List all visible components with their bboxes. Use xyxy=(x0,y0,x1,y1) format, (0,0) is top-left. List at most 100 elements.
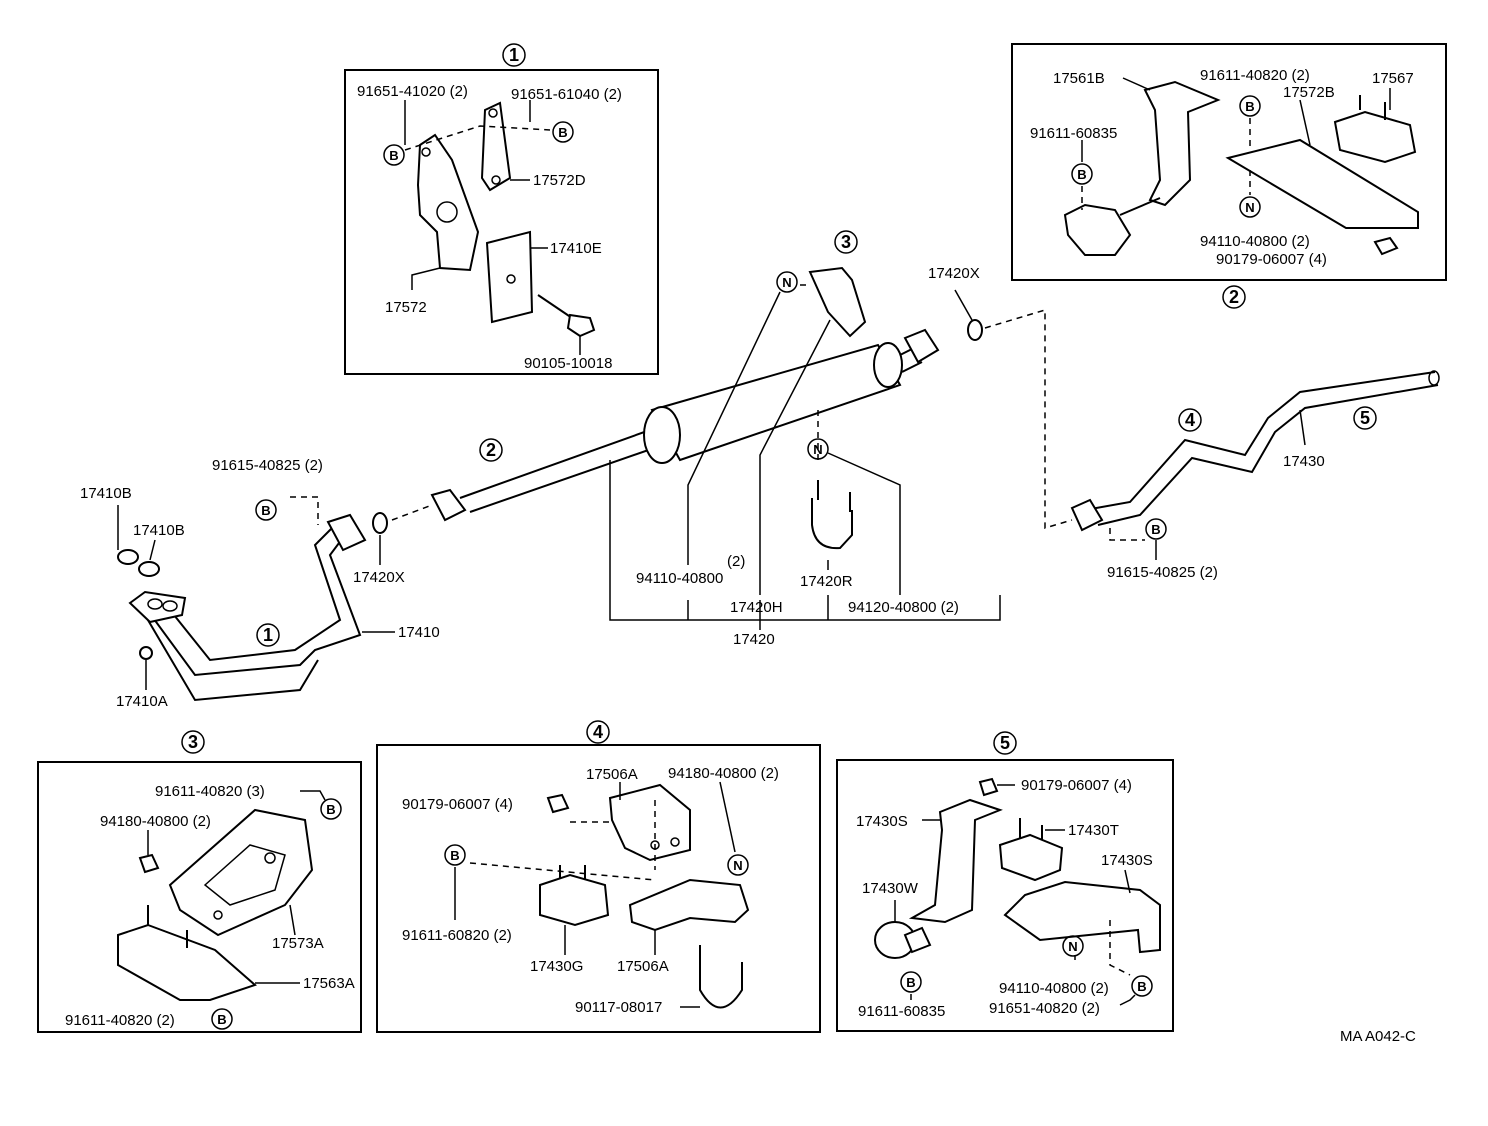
label-17561B: 17561B xyxy=(1053,70,1105,87)
nut-90179 xyxy=(978,777,999,797)
label-91615-40825-right: 91615-40825 (2) xyxy=(1107,564,1218,581)
label-94110-qty: (2) xyxy=(727,553,745,570)
callout-5-marker xyxy=(1353,406,1377,430)
bracket-hole xyxy=(213,910,223,920)
label-17572B: 17572B xyxy=(1283,84,1335,101)
front-pipe-17410 xyxy=(139,534,362,677)
callout-2-number: 2 xyxy=(1229,287,1239,307)
callout-2-marker xyxy=(479,438,503,462)
callout-1-marker xyxy=(256,623,280,647)
flange-port xyxy=(147,598,163,610)
mount-studs xyxy=(1019,818,1043,840)
nut-n-icon xyxy=(776,271,798,293)
label-90179-06007: 90179-06007 (4) xyxy=(1021,777,1132,794)
clamp-bolt xyxy=(903,926,932,954)
label-94110-40800: 94110-40800 (2) xyxy=(1200,233,1310,250)
label-17572: 17572 xyxy=(385,299,427,316)
callout-5-number: 5 xyxy=(1360,408,1370,428)
bolt-b-symbol: B xyxy=(1151,522,1160,537)
bolt-b-icon xyxy=(383,144,405,166)
detail-4-frame xyxy=(376,744,821,1033)
callout-3-marker xyxy=(181,730,205,754)
bolt-b-symbol: B xyxy=(217,1012,226,1027)
hanger-link-17572D xyxy=(480,101,512,192)
detail-1: 1 B B 91651-41020 (2) 91651-61040 (2) 17… xyxy=(344,43,659,375)
bracket-17572B xyxy=(1225,138,1419,229)
leader xyxy=(1299,409,1306,446)
leader xyxy=(289,904,296,936)
tail-pipe-17430 xyxy=(1084,371,1436,511)
mount-17563A xyxy=(117,923,257,1001)
callout-5-marker xyxy=(993,731,1017,755)
label-91611-40820-2: 91611-40820 (2) xyxy=(65,1012,175,1029)
label-91651-40820: 91651-40820 (2) xyxy=(989,1000,1100,1017)
label-17420: 17420 xyxy=(733,631,775,648)
callout-4-number: 4 xyxy=(593,722,603,742)
bolt-b-symbol: B xyxy=(1077,167,1086,182)
bracket-hole xyxy=(670,837,680,847)
leader xyxy=(954,289,973,321)
bolt-b-icon xyxy=(1239,95,1261,117)
detail-3-frame xyxy=(37,761,362,1033)
label-17506A-top: 17506A xyxy=(586,766,638,783)
detail-2-frame xyxy=(1011,43,1447,281)
bracket-17506A-bottom xyxy=(628,878,750,932)
callout-1-number: 1 xyxy=(263,625,273,645)
label-90117-08017: 90117-08017 xyxy=(575,999,662,1016)
bracket-17561B xyxy=(1143,80,1221,207)
bracket-17430S-left xyxy=(908,798,1003,924)
nut-17410A xyxy=(139,646,153,660)
center-pipe xyxy=(459,429,661,513)
connection-path xyxy=(984,308,1073,530)
label-17420X-left: 17420X xyxy=(353,569,405,586)
gasket-17420X-rear xyxy=(967,319,983,341)
callout-3-marker xyxy=(834,230,858,254)
bracket-recess xyxy=(203,844,286,906)
label-94180-40800: 94180-40800 (2) xyxy=(668,765,779,782)
leader xyxy=(1122,77,1151,91)
leader xyxy=(1299,99,1311,146)
label-94120-40800: 94120-40800 (2) xyxy=(848,599,959,616)
leader xyxy=(827,452,901,595)
label-17430: 17430 xyxy=(1283,453,1325,470)
link-hole xyxy=(491,175,501,185)
label-90179-06007: 90179-06007 (4) xyxy=(1216,251,1327,268)
rear-flange xyxy=(903,328,940,364)
u-bolt-90117 xyxy=(699,945,743,1009)
label-17430W: 17430W xyxy=(862,880,919,897)
link-hole xyxy=(488,108,498,118)
label-91611-60820: 91611-60820 (2) xyxy=(402,927,512,944)
detail-1-frame xyxy=(344,69,659,375)
bolt-b-icon xyxy=(444,844,466,866)
detail-5: 5 B N B 90179-06007 (4) 17430S 17430T 17… xyxy=(836,731,1174,1032)
leader xyxy=(687,595,829,620)
label-94180-40800: 94180-40800 (2) xyxy=(100,813,211,830)
label-90179-06007: 90179-06007 (4) xyxy=(402,796,513,813)
bracket-17573A xyxy=(168,808,314,937)
front-pipe-17410-inner xyxy=(157,524,342,662)
leader xyxy=(759,319,831,595)
bolt-b-icon xyxy=(552,121,574,143)
flange-port xyxy=(162,600,178,612)
leader xyxy=(687,291,781,565)
pipe-outlet-flange xyxy=(326,513,367,552)
leader xyxy=(719,781,736,853)
insulator-17410E xyxy=(485,230,534,324)
label-91611-60835: 91611-60835 xyxy=(858,1003,945,1020)
label-94110-40800: 94110-40800 (2) xyxy=(999,980,1109,997)
label-17430S-right: 17430S xyxy=(1101,852,1153,869)
nut-90179 xyxy=(546,793,570,814)
label-91611-40820: 91611-40820 (2) xyxy=(1200,67,1310,84)
bolt-b-icon xyxy=(1131,975,1153,997)
bolt-b-icon xyxy=(1145,518,1167,540)
label-17572D: 17572D xyxy=(533,172,586,189)
label-17430S-left: 17430S xyxy=(856,813,908,830)
callout-4-marker xyxy=(586,720,610,744)
gasket-17420X xyxy=(372,512,388,534)
bolt-b-symbol: B xyxy=(1245,99,1254,114)
label-17420R: 17420R xyxy=(800,573,853,590)
label-17506A-bottom: 17506A xyxy=(617,958,669,975)
mount-studs xyxy=(1359,95,1386,120)
front-pipe-flange xyxy=(128,590,187,624)
